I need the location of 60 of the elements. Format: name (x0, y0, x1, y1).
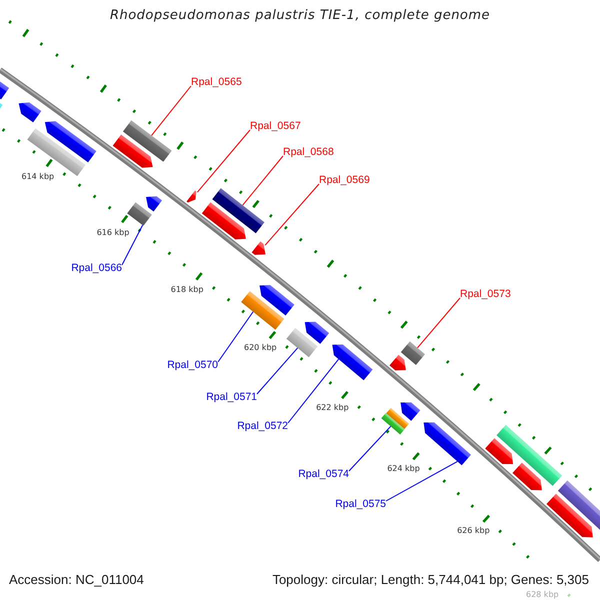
genome-stats-text: Topology: circular; Length: 5,744,041 bp; Genes: 5,305 (272, 572, 589, 587)
leader-line (256, 347, 298, 394)
gene-label: Rpal_0572 (237, 420, 288, 432)
gene-label: Rpal_0570 (167, 359, 218, 371)
tick-label: 626 kbp (457, 526, 490, 536)
gene-label: Rpal_0568 (283, 146, 334, 158)
gene-bar (127, 202, 152, 226)
accession-text: Accession: NC_011004 (9, 572, 144, 587)
tick-label: 620 kbp (244, 343, 277, 354)
gene-label: Rpal_0566 (71, 262, 122, 274)
gene-label: Rpal_0574 (298, 468, 349, 480)
gene-feature (332, 344, 373, 380)
gene-feature (400, 402, 420, 421)
gene-label: Rpal_0565 (191, 76, 242, 88)
tick-label: 618 kbp (170, 285, 204, 295)
gene-feature (202, 202, 246, 240)
leader-line (416, 298, 460, 348)
tick-label: 616 kbp (96, 228, 130, 238)
gene-bar (241, 291, 284, 330)
gene-feature (186, 190, 196, 203)
tick-label: 622 kbp (316, 403, 349, 414)
gene-label: Rpal_0573 (460, 288, 511, 300)
gene-feature (146, 196, 162, 212)
gene-feature (304, 322, 330, 344)
gene-bar (496, 424, 562, 486)
gene-bar (400, 341, 426, 365)
tick-label: 628 kbp (526, 590, 559, 600)
leader-line (196, 130, 250, 193)
gene-label: Rpal_0575 (335, 498, 386, 510)
map-title: Rhodopseudomonas palustris TIE-1, complete genome (110, 8, 490, 24)
leader-line (151, 86, 192, 136)
leader-line (122, 224, 144, 266)
gene-feature (424, 422, 472, 466)
gene-label: Rpal_0567 (250, 120, 301, 132)
gene-feature (485, 438, 514, 464)
gene-feature (18, 102, 42, 122)
gene-bar (0, 102, 3, 109)
leader-line (288, 358, 340, 424)
leader-line (242, 156, 284, 206)
gene-bar (558, 480, 600, 530)
gene-bar (386, 408, 410, 429)
gene-feature (260, 285, 294, 316)
gene-feature (512, 462, 542, 490)
leader-line (264, 184, 320, 246)
tick-label: 624 kbp (387, 464, 420, 474)
gene-feature (390, 354, 406, 370)
gene-label: Rpal_0569 (319, 174, 370, 186)
gene-bar (0, 82, 10, 100)
gene-feature (546, 494, 593, 538)
gene-bar (381, 412, 405, 434)
gene-label: Rpal_0571 (206, 391, 257, 403)
gene-feature (252, 241, 266, 255)
leader-line (218, 311, 254, 362)
tick-label: 614 kbp (22, 172, 54, 182)
gene-bar (286, 328, 318, 358)
gene-bar (212, 188, 264, 234)
gene-feature (44, 121, 96, 162)
gene-bar (122, 120, 172, 162)
gene-feature (112, 134, 153, 168)
leader-line (386, 460, 458, 502)
